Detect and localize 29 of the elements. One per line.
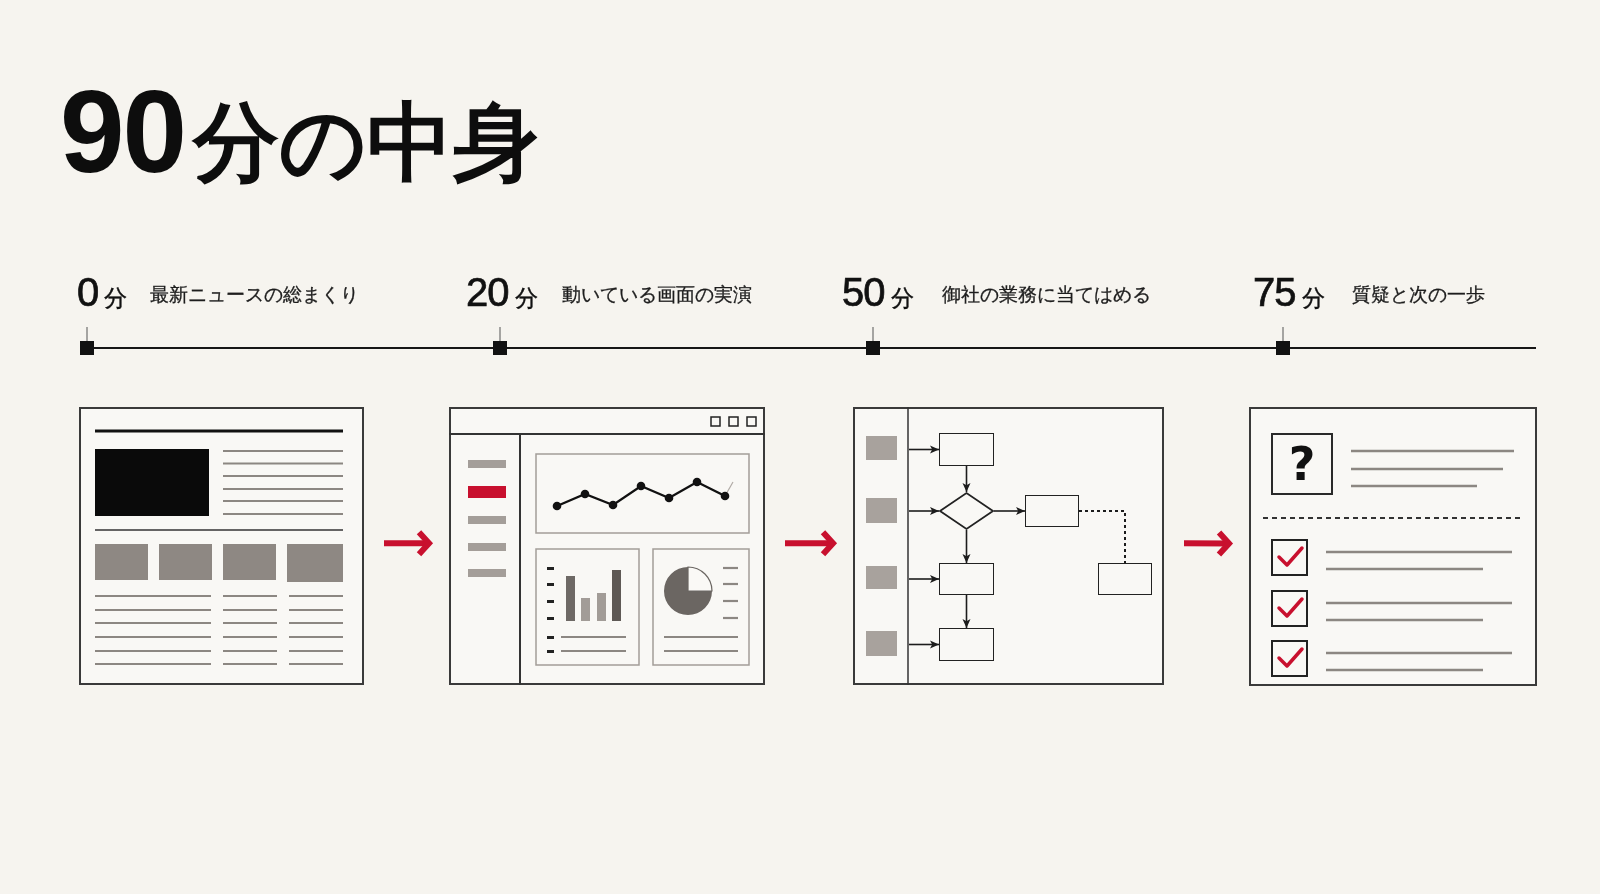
flowchart-panel: [853, 407, 1164, 685]
arrow: [962, 594, 971, 629]
arrow: [908, 640, 940, 649]
arrow: [908, 575, 940, 583]
agenda-label: 動いている画面の実演: [562, 282, 752, 306]
process-box: [939, 563, 994, 595]
question-mark: ?: [1288, 438, 1316, 490]
arrow: [908, 507, 940, 515]
agenda-label: 最新ニュースの総まくり: [150, 282, 359, 306]
agenda-label: 御社の業務に当てはめる: [942, 282, 1151, 306]
arrow: [785, 529, 836, 558]
arrow: [962, 465, 971, 493]
arrow: [384, 529, 432, 558]
decision-diamond: [939, 492, 994, 530]
arrow: [1184, 529, 1232, 558]
process-box: [939, 628, 994, 661]
arrow: [962, 529, 971, 564]
arrow: [908, 445, 940, 454]
agenda-label: 質疑と次の一歩: [1352, 282, 1485, 306]
news-page-panel: [79, 407, 364, 685]
process-box: [1098, 563, 1152, 595]
connector-line: [1078, 510, 1126, 564]
process-box: [1025, 495, 1079, 527]
question-card: [1271, 433, 1333, 495]
arrow: [993, 507, 1026, 515]
dashboard-window-panel: [449, 407, 765, 685]
checklist-panel: [1249, 407, 1537, 686]
process-box: [939, 433, 994, 466]
page-title: 90分の中身: [60, 72, 540, 199]
